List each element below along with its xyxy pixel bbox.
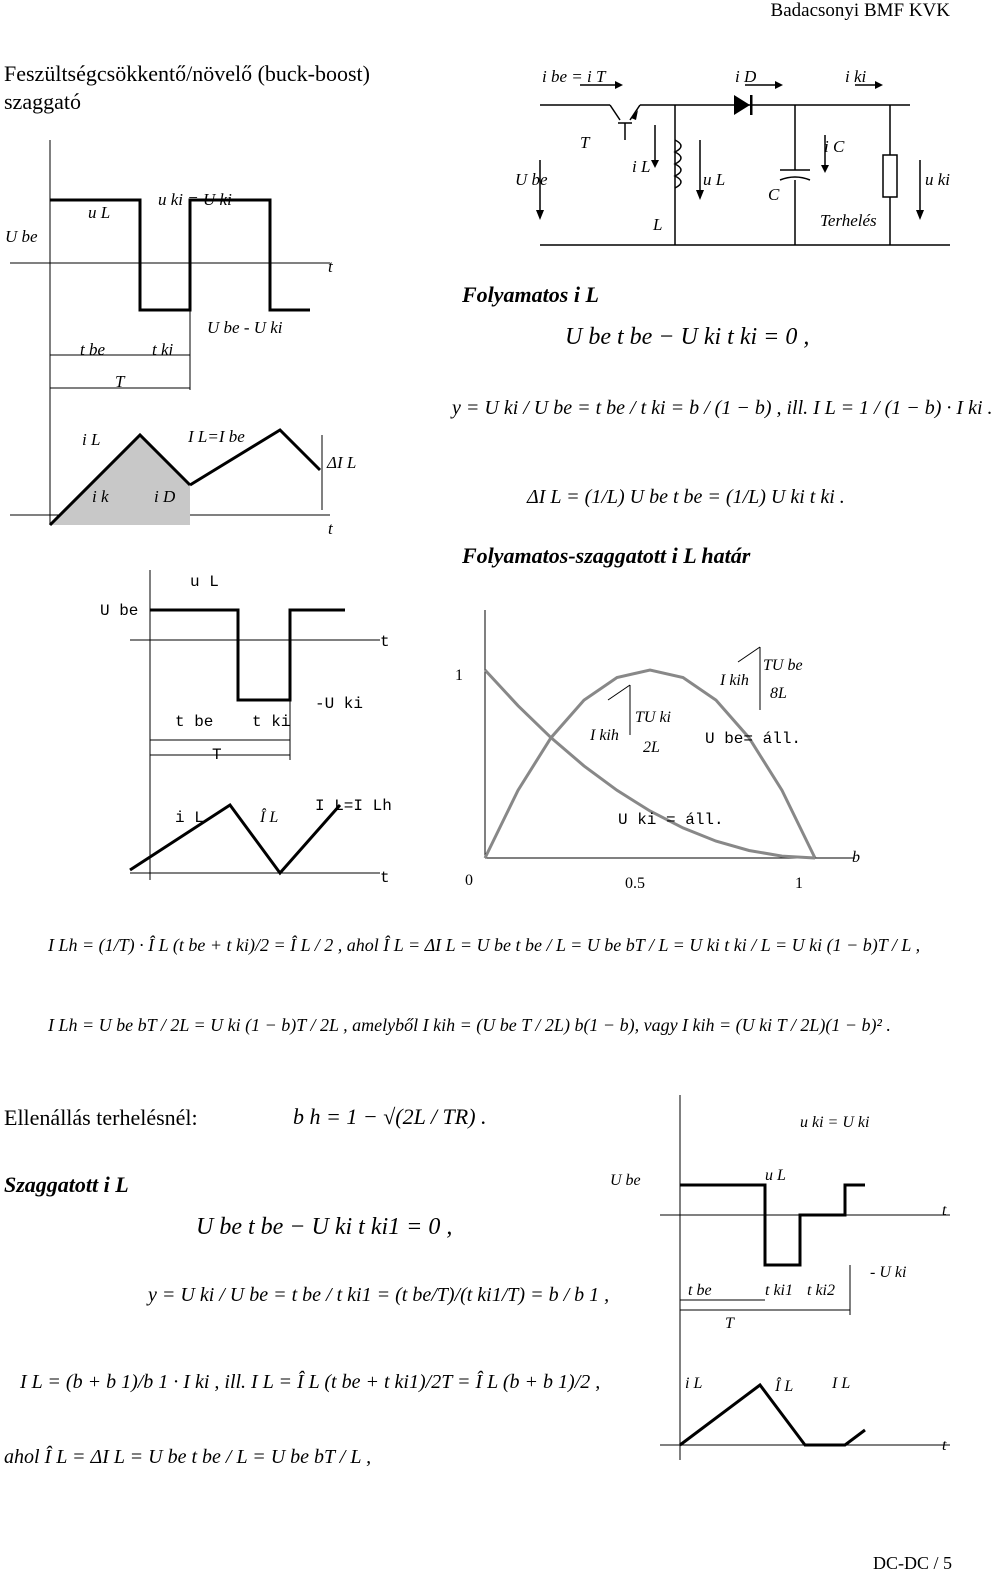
w1-ube: U be [5, 227, 38, 246]
w2-tbe: t be [175, 713, 213, 731]
w3-ul: u L [765, 1167, 786, 1184]
w1-ik: i k [92, 487, 109, 506]
chart-ann-ube-all: U be= áll. [705, 730, 801, 748]
label-ul: u L [703, 170, 725, 189]
chart-series-line-1 [483, 668, 817, 859]
w3-ilhat: Î L [774, 1376, 793, 1395]
buck-boost-circuit: i be = i T i D i ki T i L i C U be u L C… [515, 67, 950, 246]
waveform-boundary: U be u L t -U ki t be t ki T i L Î L I L… [100, 570, 392, 887]
w1-t2: t [328, 519, 334, 538]
w2-ube: U be [100, 602, 138, 620]
equation-ikih: I Lh = U be bT / 2L = U ki (1 − b)T / 2L… [48, 1015, 891, 1035]
label-il: i L [632, 157, 650, 176]
w1-t: t [328, 257, 334, 276]
equation-ratio: y = U ki / U be = t be / t ki = b / (1 −… [452, 397, 993, 419]
chart-ann-tuki: TU ki [635, 709, 671, 726]
page-title-line2: szaggató [4, 89, 81, 114]
chart-xlabel: b [852, 849, 860, 866]
w1-diff: U be - U ki [207, 318, 283, 337]
equation-disc-il: I L = (b + b 1)/b 1 · I ki , ill. I L = … [20, 1371, 601, 1393]
waveform-continuous: U be u L u ki = U ki t U be - U ki t be … [5, 140, 356, 538]
w2-tki: t ki [252, 713, 290, 731]
institution-header: Badacsonyi BMF KVK [770, 0, 950, 21]
equation-ilh: I Lh = (1/T) · Î L (t be + t ki)/2 = Î L… [48, 935, 921, 955]
w3-T: T [725, 1315, 735, 1332]
chart-tick-x0: 0 [465, 872, 473, 889]
section-folyamatos: Folyamatos i L [462, 282, 599, 307]
chart-ann-uki-all: U ki = áll. [618, 811, 724, 829]
w2-ilhat: Î L [259, 807, 278, 826]
w1-tki: t ki [152, 340, 174, 359]
w2-il-ilh: I L=I Lh [315, 797, 392, 815]
boundary-current-chart: 1 0 0.5 1 b I kih TU be 8L I kih TU ki 2… [455, 610, 860, 892]
section-hatar: Folyamatos-szaggatott i L határ [462, 543, 751, 568]
label-ibe-it: i be = i T [542, 67, 607, 86]
label-id: i D [735, 67, 757, 86]
label-iki: i ki [845, 67, 867, 86]
chart-ann-ikih1: I kih [719, 672, 749, 689]
w3-t: t [942, 1202, 947, 1219]
w3-tki2: t ki2 [807, 1282, 835, 1299]
w2-t: t [380, 633, 390, 651]
section-ellenallas: Ellenállás terhelésnél: [4, 1105, 198, 1130]
w1-dil: ΔI L [326, 453, 356, 472]
page-title-line1: Feszültségcsökkentő/növelő (buck-boost) [4, 61, 370, 86]
label-ic: i C [824, 137, 845, 156]
w1-T: T [115, 372, 126, 391]
w1-id: i D [154, 487, 176, 506]
equation-disc-balance: U be t be − U ki t ki1 = 0 , [196, 1214, 453, 1240]
w2-ul: u L [190, 573, 219, 591]
equation-delta-il: ΔI L = (1/L) U be t be = (1/L) U ki t ki… [527, 486, 845, 508]
equation-bh: b h = 1 − √(2L / TR) . [293, 1104, 487, 1129]
w1-tbe: t be [80, 340, 105, 359]
w3-tki1: t ki1 [765, 1282, 793, 1299]
w1-uki-eq: u ki = U ki [158, 190, 232, 209]
w3-IL: I L [831, 1375, 850, 1392]
page-title: Feszültségcsökkentő/növelő (buck-boost) … [4, 60, 370, 116]
label-transistor: T [580, 133, 591, 152]
page-number: DC-DC / 5 [872, 1553, 952, 1573]
label-capacitor: C [768, 185, 780, 204]
w2-il: i L [175, 809, 204, 827]
w1-il: i L [82, 430, 100, 449]
equation-balance: U be t be − U ki t ki = 0 , [565, 324, 810, 350]
label-terheles: Terhelés [820, 211, 877, 230]
w3-ube: U be [610, 1172, 641, 1189]
waveform-discontinuous: u ki = U ki U be u L t - U ki t be t ki1… [610, 1095, 950, 1460]
section-szaggatott: Szaggatott i L [4, 1172, 129, 1197]
w3-uki-eq: u ki = U ki [800, 1114, 869, 1131]
w2-T: T [212, 746, 222, 764]
label-ube: U be [515, 170, 548, 189]
chart-ann-ikih2: I kih [589, 727, 619, 744]
w2-minus-uki: -U ki [315, 695, 363, 713]
equation-disc-ratio: y = U ki / U be = t be / t ki1 = (t be/T… [148, 1284, 610, 1306]
chart-ann-tube: TU be [763, 657, 803, 674]
w2-t2: t [380, 869, 390, 887]
w3-tbe: t be [688, 1282, 712, 1299]
w1-il-ibe: I L=I be [187, 427, 245, 446]
chart-ann-l8: 8L [770, 685, 787, 702]
w3-minus-uki: - U ki [870, 1264, 906, 1281]
w3-il: i L [685, 1375, 702, 1392]
equation-disc-ilhat: ahol Î L = ΔI L = U be t be / L = U be b… [4, 1446, 372, 1468]
w1-ul: u L [88, 203, 110, 222]
chart-tick-x05: 0.5 [625, 875, 645, 892]
label-uki: u ki [925, 170, 950, 189]
chart-tick-y1: 1 [455, 667, 463, 684]
chart-tick-x1: 1 [795, 875, 803, 892]
label-inductor: L [652, 215, 662, 234]
chart-series-line-2 [483, 668, 816, 860]
chart-ann-l2: 2L [643, 739, 660, 756]
w3-t2: t [942, 1437, 947, 1454]
